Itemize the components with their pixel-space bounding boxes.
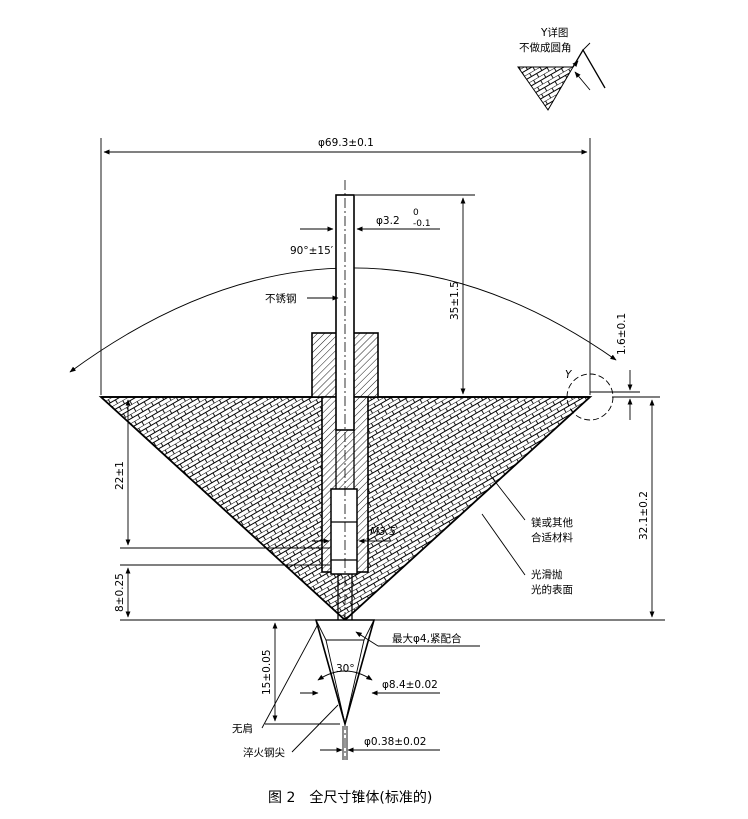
- rod-length-label: 35±1.5: [449, 281, 461, 320]
- depth-22-label: 22±1: [114, 461, 126, 490]
- hardened-tip-label: 淬火钢尖: [243, 746, 285, 759]
- top-diameter-label: φ69.3±0.1: [318, 137, 374, 149]
- thread-callout: M3.5: [312, 526, 396, 544]
- fit-label: 最大φ4,紧配合: [392, 632, 462, 645]
- detail-title: Y详图: [540, 26, 568, 39]
- rod-thread: [330, 488, 358, 575]
- rod-tol-upper: 0: [413, 208, 419, 218]
- detail-y-mark: Y: [565, 369, 573, 381]
- depth-8-label: 8±0.25: [114, 573, 126, 612]
- hardened-tip-callout: 淬火钢尖: [243, 704, 339, 759]
- surface-callout: 光滑抛 光的表面: [481, 513, 573, 596]
- detail-y-view: Y详图 不做成圆角: [517, 26, 606, 111]
- rim-height-label: 1.6±0.1: [616, 313, 628, 355]
- top-diameter-dimension: φ69.3±0.1: [100, 137, 591, 395]
- rod-diameter-dimension: φ3.2 0 -0.1: [300, 208, 440, 232]
- depth-8-dimension: 8±0.25: [114, 564, 330, 621]
- angle-label: 90°±15′: [290, 245, 334, 257]
- no-shoulder-callout: 无肩: [232, 623, 319, 735]
- surface-line2: 光的表面: [531, 583, 573, 596]
- stainless-callout: 不锈钢: [265, 292, 339, 305]
- material-line2: 合适材料: [531, 531, 573, 544]
- material-callout: 镁或其他 合适材料: [489, 474, 573, 544]
- rim-dimension: Y 1.6±0.1: [565, 313, 660, 421]
- total-height-dimension: 32.1±0.2: [374, 399, 665, 621]
- thread-label: M3.5: [370, 526, 396, 538]
- rod-length-dimension: 35±1.5: [355, 194, 475, 398]
- tip-length-label: 15±0.05: [261, 649, 273, 695]
- detail-note: 不做成圆角: [519, 41, 572, 54]
- material-line1: 镁或其他: [531, 516, 573, 529]
- point-diameter-label: φ0.38±0.02: [364, 736, 426, 748]
- figure-caption: 图 2 全尺寸锥体(标准的): [268, 789, 432, 806]
- surface-line1: 光滑抛: [531, 568, 563, 581]
- total-height-label: 32.1±0.2: [638, 491, 650, 540]
- tip-angle-label: 30°: [336, 663, 355, 675]
- depth-22-dimension: 22±1: [114, 399, 330, 549]
- tip-diameter-label: φ8.4±0.02: [382, 679, 438, 691]
- fit-callout: 最大φ4,紧配合: [355, 631, 480, 647]
- tip-angle: 30°: [317, 663, 373, 681]
- stainless-label: 不锈钢: [265, 292, 297, 305]
- tip-diameter-dimension: φ8.4±0.02: [300, 679, 440, 696]
- hardened-tip: [314, 619, 376, 727]
- rod-diameter-label: φ3.2: [376, 215, 400, 227]
- no-shoulder-label: 无肩: [232, 722, 253, 735]
- rod-tol-lower: -0.1: [413, 219, 431, 229]
- point-diameter-dimension: φ0.38±0.02: [320, 726, 440, 760]
